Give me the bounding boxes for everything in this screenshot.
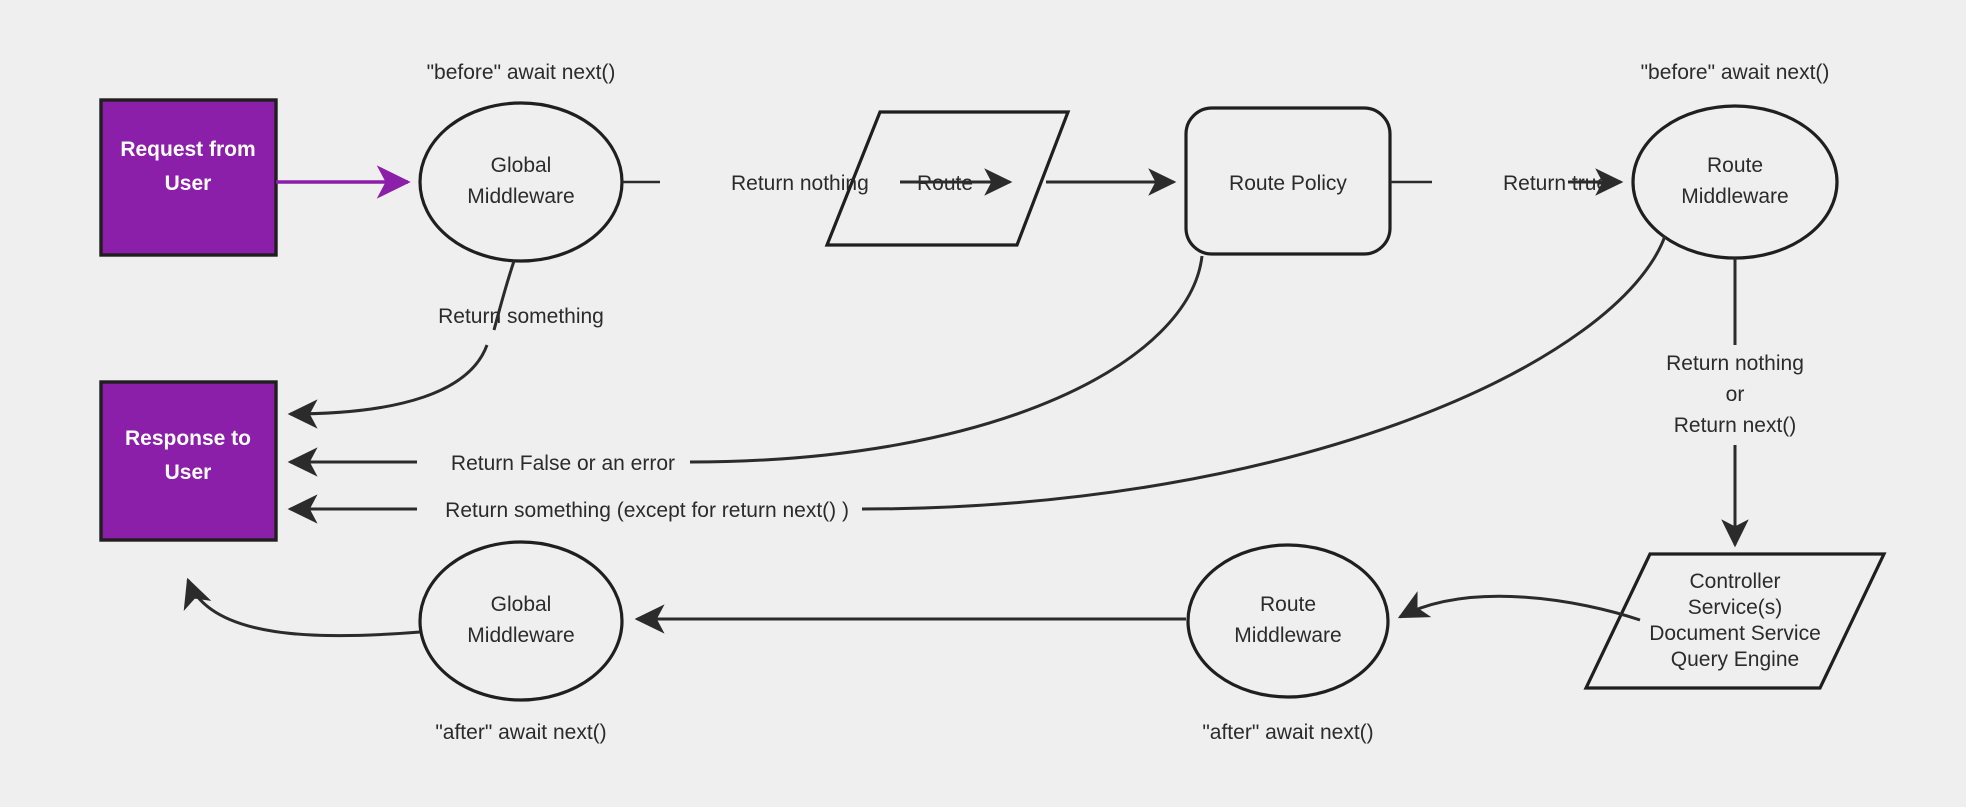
node-request-from-user[interactable]: Request from User [99, 98, 278, 257]
node-global-middleware-after[interactable]: Global Middleware [418, 540, 624, 702]
edge-label-return-true: Return true [1503, 172, 1608, 195]
annotation-before-global-middleware: "before" await next() [427, 61, 616, 84]
edge-route-mw-return-something-curve [861, 235, 1667, 511]
annotation-after-global-middleware: "after" await next() [435, 721, 606, 744]
response-to-user-label-line2: User [165, 461, 212, 484]
edge-label-return-nothing: Return nothing [731, 172, 869, 195]
controller-stack-line-3: Document Service [1649, 622, 1821, 645]
global-middleware-after-ellipse[interactable] [418, 540, 624, 702]
global-middleware-before-label-line1: Global [491, 154, 552, 177]
edge-policy-return-false-curve [689, 255, 1204, 464]
route-policy-label: Route Policy [1229, 172, 1347, 195]
node-global-middleware-before[interactable]: Global Middleware [418, 101, 624, 263]
controller-stack-line-4: Query Engine [1671, 648, 1799, 671]
controller-stack-line-2: Service(s) [1688, 596, 1783, 619]
annotation-after-route-middleware: "after" await next() [1202, 721, 1373, 744]
edge-label-or: or [1726, 383, 1745, 406]
edge-label-return-something: Return something [438, 305, 604, 328]
node-route-policy[interactable]: Route Policy [1184, 106, 1392, 256]
edge-label-return-false-or-error: Return False or an error [451, 452, 675, 475]
controller-stack-parallelogram[interactable] [1583, 552, 1887, 690]
node-response-to-user[interactable]: Response to User [99, 380, 278, 542]
request-from-user-box[interactable] [99, 98, 278, 257]
route-middleware-before-ellipse[interactable] [1631, 104, 1839, 260]
route-middleware-after-label-line1: Route [1260, 593, 1316, 616]
request-from-user-label-line1: Request from [120, 138, 255, 161]
node-controller-stack[interactable]: Controller Service(s) Document Service Q… [1583, 552, 1887, 690]
route-middleware-after-label-line2: Middleware [1234, 624, 1341, 647]
response-to-user-box[interactable] [99, 380, 278, 542]
response-to-user-label-line1: Response to [125, 427, 251, 450]
edge-label-return-something-except: Return something (except for return next… [445, 499, 849, 522]
edge-global-return-something-lower [287, 344, 489, 429]
route-middleware-before-label-line1: Route [1707, 154, 1763, 177]
request-from-user-label-line2: User [165, 172, 212, 195]
controller-stack-line-1: Controller [1689, 570, 1780, 593]
edge-global-mw-after-to-response [183, 577, 421, 638]
route-parallelogram[interactable] [824, 110, 1071, 247]
global-middleware-after-label-line2: Middleware [467, 624, 574, 647]
edge-label-return-nothing-2: Return nothing [1666, 352, 1804, 375]
edge-global-return-something-upper [492, 260, 516, 331]
route-middleware-before-label-line2: Middleware [1681, 185, 1788, 208]
edge-label-return-next: Return next() [1674, 414, 1797, 437]
node-route-middleware-before[interactable]: Route Middleware [1631, 104, 1839, 260]
global-middleware-before-ellipse[interactable] [418, 101, 624, 263]
node-route[interactable]: Route [824, 110, 1071, 247]
node-route-middleware-after[interactable]: Route Middleware [1186, 543, 1390, 699]
global-middleware-after-label-line1: Global [491, 593, 552, 616]
global-middleware-before-label-line2: Middleware [467, 185, 574, 208]
edge-controller-to-route-mw-after [1397, 591, 1641, 622]
annotation-before-route-middleware: "before" await next() [1641, 61, 1830, 84]
route-middleware-after-ellipse[interactable] [1186, 543, 1390, 699]
